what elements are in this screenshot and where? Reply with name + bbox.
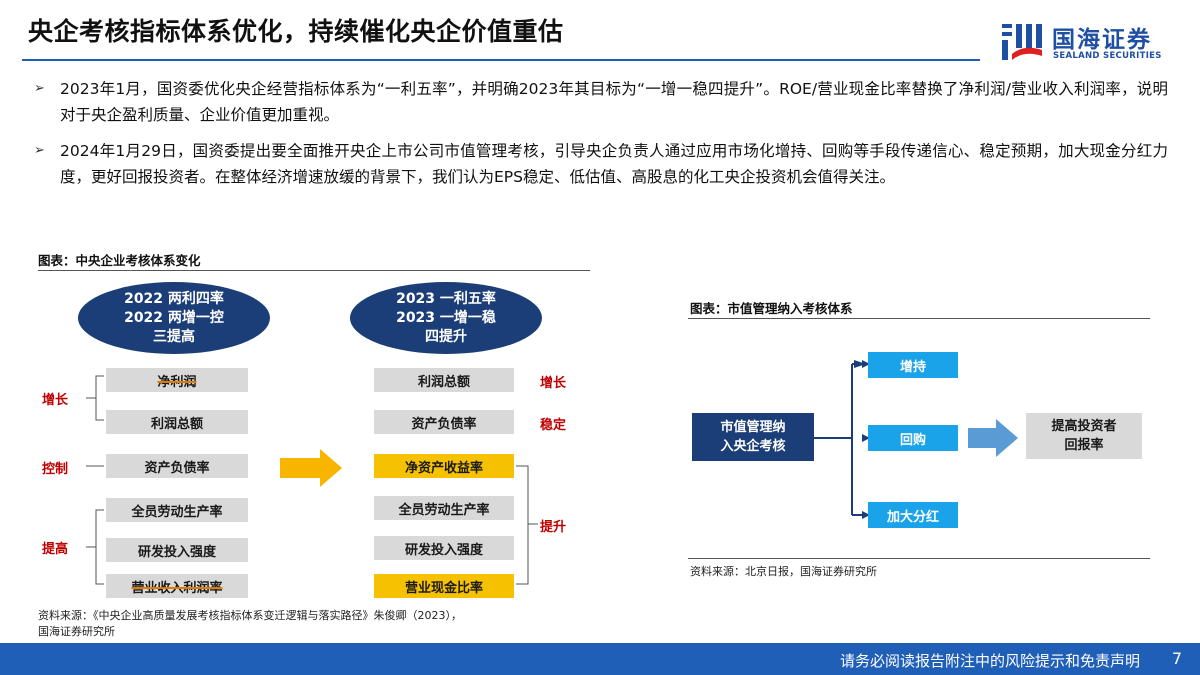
bullet-text: 2023年1月，国资委优化央企经营指标体系为“一利五率”，并明确2023年其目标… bbox=[60, 80, 1168, 124]
source-line: 国海证券研究所 bbox=[38, 625, 115, 638]
branch-box-dividends: 加大分红 bbox=[868, 502, 958, 528]
left-box-label: 净利润 bbox=[157, 374, 197, 390]
ellipse-2023-line: 2023 一利五率 bbox=[396, 290, 496, 307]
footer-disclaimer: 请务必阅读报告附注中的风险提示和免责声明 bbox=[839, 652, 1140, 670]
right-box-roe: 净资产收益率 bbox=[374, 454, 514, 478]
figure-left-source: 资料来源：《中央企业高质量发展考核指标体系变迁逻辑与落实路径》朱俊卿（2023）… bbox=[38, 608, 638, 640]
label-improve-left: 提高 bbox=[42, 542, 69, 557]
bullet-item: ➢ 2024年1月29日，国资委提出要全面推开央企上市公司市值管理考核，引导央企… bbox=[34, 138, 1168, 190]
left-box-net-profit: 净利润 bbox=[106, 368, 248, 392]
center-box-line: 市值管理纳 bbox=[720, 420, 786, 435]
center-box-line: 入央企考核 bbox=[720, 439, 786, 454]
branch-box-increase-holdings: 增持 bbox=[868, 352, 958, 378]
left-box-labor-productivity: 全员劳动生产率 bbox=[106, 498, 248, 522]
left-box-debt-ratio: 资产负债率 bbox=[106, 454, 248, 478]
result-arrow-icon bbox=[968, 419, 1018, 457]
logo-chinese-name: 国海证券 bbox=[1052, 27, 1152, 53]
label-growth-right: 增长 bbox=[540, 376, 567, 391]
figure-right-caption: 图表：市值管理纳入考核体系 bbox=[690, 301, 853, 316]
left-box-revenue-margin: 营业收入利润率 bbox=[106, 574, 248, 598]
company-logo: 国海证券 SEALAND SECURITIES bbox=[1000, 20, 1178, 66]
sealand-logo-icon bbox=[1002, 24, 1042, 60]
right-box-rd-intensity: 研发投入强度 bbox=[374, 536, 514, 560]
label-stable-right: 稳定 bbox=[540, 418, 567, 433]
label-growth-left: 增长 bbox=[42, 393, 69, 408]
ellipse-2023: 2023 一利五率 2023 一增一稳 四提升 bbox=[350, 282, 542, 354]
figure-right-source: 资料来源：北京日报，国海证券研究所 bbox=[690, 565, 877, 578]
figure-left-caption: 图表：中央企业考核体系变化 bbox=[38, 253, 201, 268]
ellipse-2022-line: 2022 两利四率 bbox=[124, 290, 224, 307]
figure-right-bottom-rule bbox=[688, 558, 1150, 559]
source-line: 资料来源：《中央企业高质量发展考核指标体系变迁逻辑与落实路径》朱俊卿（2023）… bbox=[38, 609, 462, 622]
page-title: 央企考核指标体系优化，持续催化央企价值重估 bbox=[28, 17, 564, 46]
branch-box-buyback: 回购 bbox=[868, 425, 958, 451]
header-divider bbox=[22, 59, 980, 61]
bullet-text: 2024年1月29日，国资委提出要全面推开央企上市公司市值管理考核，引导央企负责… bbox=[60, 142, 1168, 186]
ellipse-2022: 2022 两利四率 2022 两增一控 三提高 bbox=[78, 282, 270, 354]
right-box-total-profit: 利润总额 bbox=[374, 368, 514, 392]
page-number: 7 bbox=[1171, 649, 1182, 668]
transition-arrow-icon bbox=[280, 449, 342, 487]
bullet-item: ➢ 2023年1月，国资委优化央企经营指标体系为“一利五率”，并明确2023年其… bbox=[34, 76, 1168, 128]
right-diagram-connectors bbox=[814, 360, 1018, 519]
bullet-arrow-icon: ➢ bbox=[34, 143, 45, 158]
right-box-cash-ratio: 营业现金比率 bbox=[374, 574, 514, 598]
left-box-rd-intensity: 研发投入强度 bbox=[106, 538, 248, 562]
figure-left-caption-rule bbox=[38, 270, 590, 271]
right-box-debt-ratio: 资产负债率 bbox=[374, 410, 514, 434]
result-box-investor-return: 提高投资者 回报率 bbox=[1026, 413, 1142, 459]
bullet-arrow-icon: ➢ bbox=[34, 81, 45, 96]
ellipse-2022-line: 三提高 bbox=[153, 328, 195, 345]
result-box-line: 回报率 bbox=[1064, 438, 1104, 453]
left-box-total-profit: 利润总额 bbox=[106, 410, 248, 434]
ellipse-2022-line: 2022 两增一控 bbox=[124, 309, 224, 326]
left-box-label: 营业收入利润率 bbox=[131, 580, 223, 596]
label-improve-right: 提升 bbox=[540, 520, 567, 535]
ellipse-2023-line: 2023 一增一稳 bbox=[396, 309, 496, 326]
left-diagram-connectors bbox=[86, 375, 538, 585]
center-box-market-value-management: 市值管理纳 入央企考核 bbox=[692, 413, 814, 461]
result-box-line: 提高投资者 bbox=[1051, 419, 1117, 434]
ellipse-2023-line: 四提升 bbox=[425, 328, 467, 345]
logo-english-name: SEALAND SECURITIES bbox=[1053, 51, 1162, 61]
label-control-left: 控制 bbox=[42, 462, 69, 477]
figure-right-caption-rule bbox=[688, 318, 1150, 319]
right-box-labor-productivity: 全员劳动生产率 bbox=[374, 496, 514, 520]
footer-bar: 请务必阅读报告附注中的风险提示和免责声明 7 bbox=[0, 643, 1200, 675]
